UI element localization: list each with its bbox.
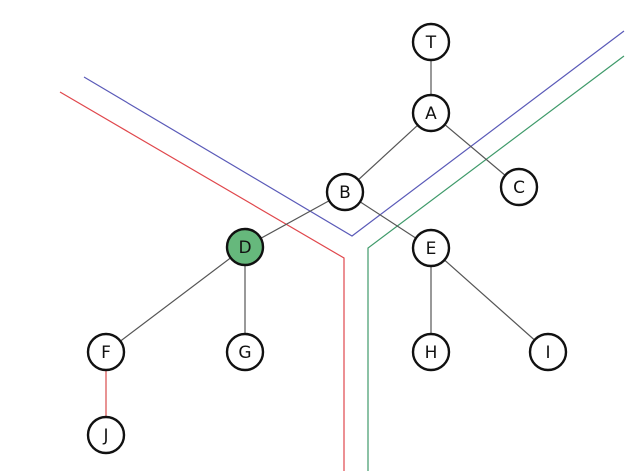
node-circle	[325, 172, 365, 212]
node-f: F	[86, 332, 126, 372]
node-circle	[411, 93, 451, 133]
node-j: J	[86, 415, 126, 455]
node-circle	[499, 167, 539, 207]
node-circle	[225, 227, 265, 267]
node-t: T	[411, 22, 451, 62]
node-circle	[411, 22, 451, 62]
node-i: I	[528, 332, 568, 372]
node-label: D	[238, 238, 251, 258]
node-d: D	[225, 227, 265, 267]
node-label: T	[425, 33, 437, 53]
node-g: G	[225, 332, 265, 372]
edge-e-i	[430, 247, 549, 353]
tree-nodes: T A B C D E F G H I J	[86, 22, 568, 455]
node-circle	[411, 228, 451, 268]
edge-d-f	[105, 246, 246, 353]
node-label: H	[425, 343, 438, 363]
node-label: A	[425, 104, 437, 124]
edge-a-b	[344, 112, 432, 193]
node-label: E	[426, 239, 437, 259]
node-label: G	[238, 343, 251, 363]
node-circle	[86, 415, 126, 455]
node-h: H	[411, 332, 451, 372]
tree-edges	[105, 42, 549, 435]
node-label: I	[545, 343, 550, 363]
red-separator-line	[59, 91, 345, 471]
node-c: C	[499, 167, 539, 207]
node-circle	[528, 332, 568, 372]
blue-separator-line	[83, 30, 625, 237]
node-circle	[411, 332, 451, 372]
region-separators	[59, 30, 625, 471]
node-a: A	[411, 93, 451, 133]
node-b: B	[325, 172, 365, 212]
node-circle	[86, 332, 126, 372]
node-label: J	[102, 426, 108, 446]
node-label: F	[101, 343, 111, 363]
node-label: C	[513, 178, 525, 198]
node-circle	[225, 332, 265, 372]
node-e: E	[411, 228, 451, 268]
node-label: B	[339, 183, 351, 203]
green-separator-line	[367, 55, 625, 471]
